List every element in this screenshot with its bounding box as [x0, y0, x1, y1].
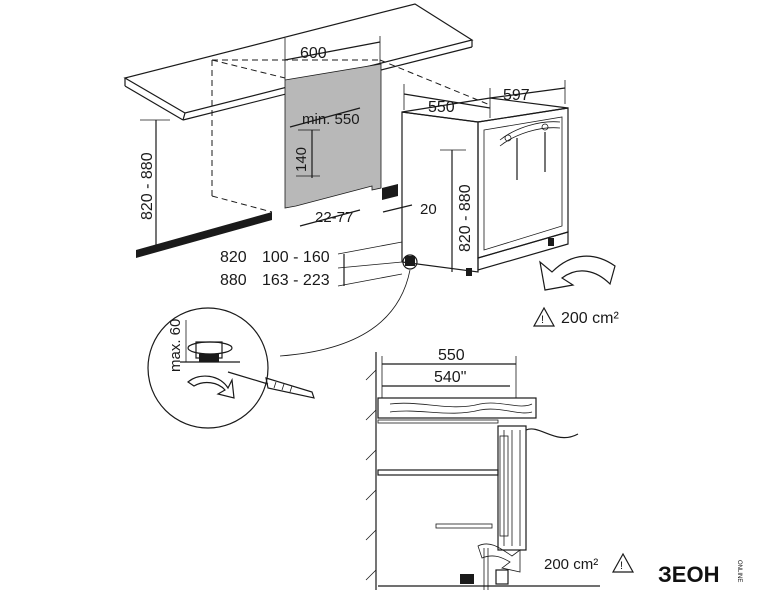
svg-text:!: ! [541, 314, 544, 326]
warning-icon-bottom [611, 552, 635, 573]
row-820-range: 100 - 160 [262, 249, 330, 266]
foot-detail: max. 60 [147, 307, 315, 429]
plinth-height-label: 140 [293, 147, 310, 172]
section-depth-inner: 540" [434, 369, 466, 386]
ventilation-top: 200 cm² [561, 310, 619, 327]
svg-text:!: ! [620, 560, 623, 572]
min-depth-label: min. 550 [302, 111, 360, 128]
warning-icon [532, 306, 556, 327]
appliance-height-label: 820 - 880 [457, 184, 474, 252]
brand-sub: ONLINE [736, 560, 742, 582]
niche-height-label: 820 - 880 [139, 152, 156, 220]
section-depth-outer: 550 [438, 347, 465, 364]
screwdriver-icon [227, 371, 315, 399]
dim-min-550: min. 550 [289, 107, 361, 128]
row-880-height: 880 [220, 272, 247, 289]
appliance-width-label: 597 [503, 87, 530, 104]
brand-logo: ЗЕОН ONLINE [658, 560, 742, 587]
gap-label: 20 [420, 201, 437, 218]
appliance [401, 97, 569, 276]
ventilation-label-top: ! 200 cm² [532, 306, 619, 327]
section-view: 550 540" 200 cm² ! [365, 347, 635, 590]
dim-597: 597 [489, 80, 566, 118]
row-820-height: 820 [220, 249, 247, 266]
leg-table: 820 100 - 160 880 163 - 223 [220, 241, 403, 289]
back-wall [284, 63, 382, 209]
max-60-label: max. 60 [167, 319, 184, 372]
foot-marker [279, 254, 418, 357]
ventilation-bottom: 200 cm² [544, 556, 598, 573]
dim-140: 140 [293, 129, 320, 178]
dim-20: 20 [382, 201, 437, 218]
control-panel [499, 121, 561, 180]
dim-22-77: 22-77 [299, 209, 361, 227]
plinth-offset-label: 22-77 [315, 209, 353, 226]
niche-outline [211, 59, 491, 213]
plinth-strip [136, 184, 398, 258]
dim-550-top: 550 [403, 84, 491, 116]
brand-name: ЗЕОН [658, 562, 719, 587]
niche-depth-label: 550 [428, 99, 455, 116]
dim-600: 600 [284, 36, 381, 80]
niche-width-label: 600 [300, 45, 327, 62]
row-880-range: 163 - 223 [262, 272, 330, 289]
dim-appliance-height: 820 - 880 [440, 149, 474, 272]
airflow-arrow-right [539, 255, 616, 291]
dim-niche-height: 820 - 880 [139, 119, 170, 252]
